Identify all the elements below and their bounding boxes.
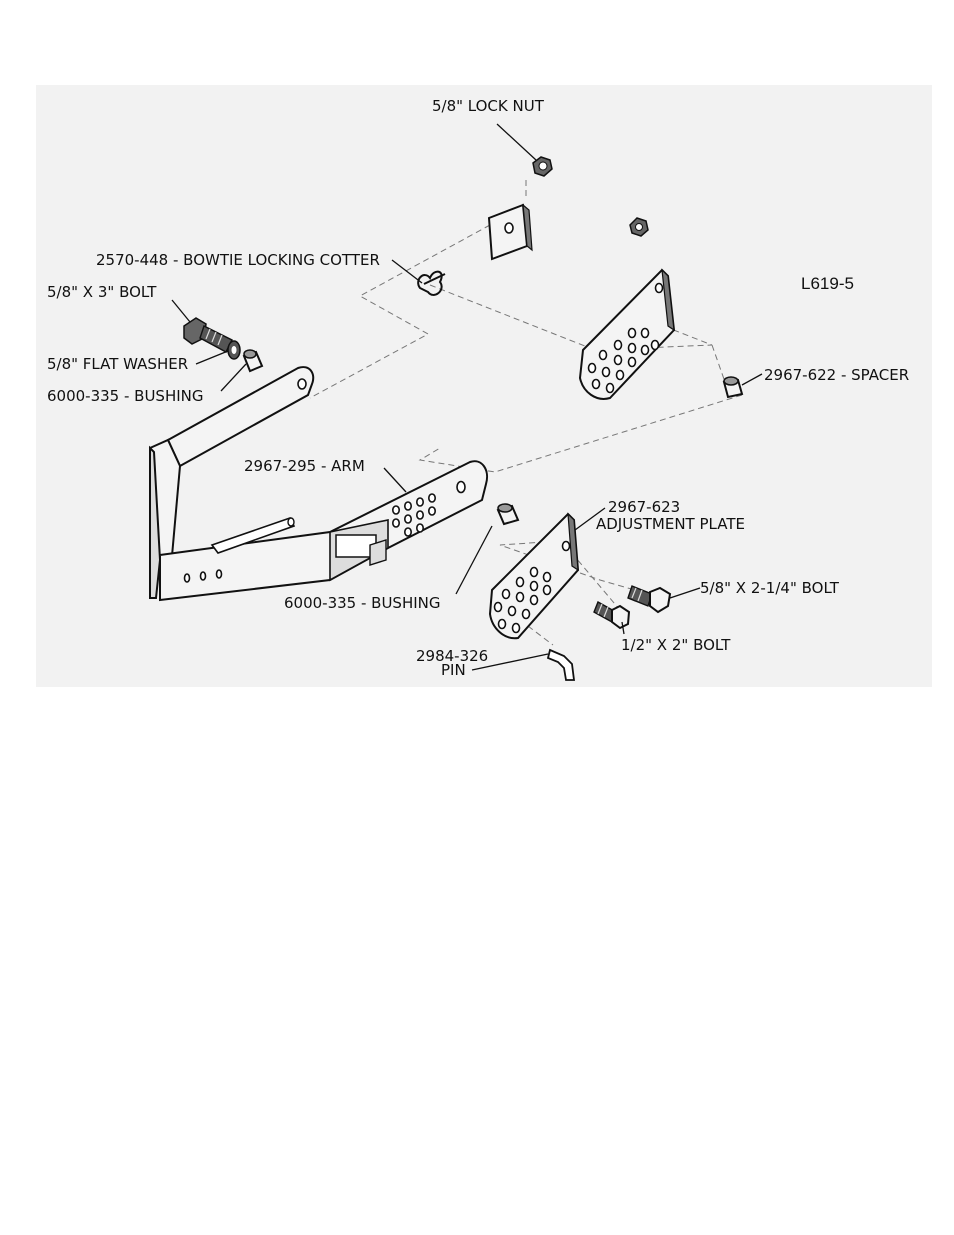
label-bolt-2: 1/2" X 2" BOLT [621, 636, 731, 654]
pin-part [548, 650, 574, 680]
label-flat-washer: 5/8" FLAT WASHER [47, 355, 188, 373]
drawing-reference: L619-5 [801, 274, 854, 293]
label-spacer: 2967-622 - SPACER [764, 366, 909, 384]
bushing-bottom [498, 504, 518, 524]
label-lock-nut: 5/8" LOCK NUT [432, 97, 545, 115]
label-pin-name: PIN [441, 661, 466, 679]
small-plate [489, 205, 532, 259]
label-bushing-bottom: 6000-335 - BUSHING [284, 594, 441, 612]
bolt-3-inch [184, 318, 232, 352]
label-bolt-3: 5/8" X 3" BOLT [47, 283, 157, 301]
label-bolt-2-quarter: 5/8" X 2-1/4" BOLT [700, 579, 840, 597]
bolt-2-inch [594, 602, 629, 628]
spacer-part [724, 377, 742, 397]
label-bowtie-cotter: 2570-448 - BOWTIE LOCKING COTTER [96, 251, 380, 269]
bushing-top [244, 350, 262, 371]
lock-nut-second [630, 218, 648, 236]
bowtie-cotter [418, 272, 445, 295]
lower-adjustment-plate [490, 514, 578, 638]
label-adjustment-plate-number: 2967-623 [608, 498, 680, 516]
flat-washer [228, 341, 240, 359]
bolt-2-quarter-inch [628, 586, 670, 612]
label-bushing-top: 6000-335 - BUSHING [47, 387, 204, 405]
label-arm: 2967-295 - ARM [244, 457, 365, 475]
label-adjustment-plate-name: ADJUSTMENT PLATE [596, 515, 745, 533]
upper-adjustment-plate [580, 270, 674, 399]
